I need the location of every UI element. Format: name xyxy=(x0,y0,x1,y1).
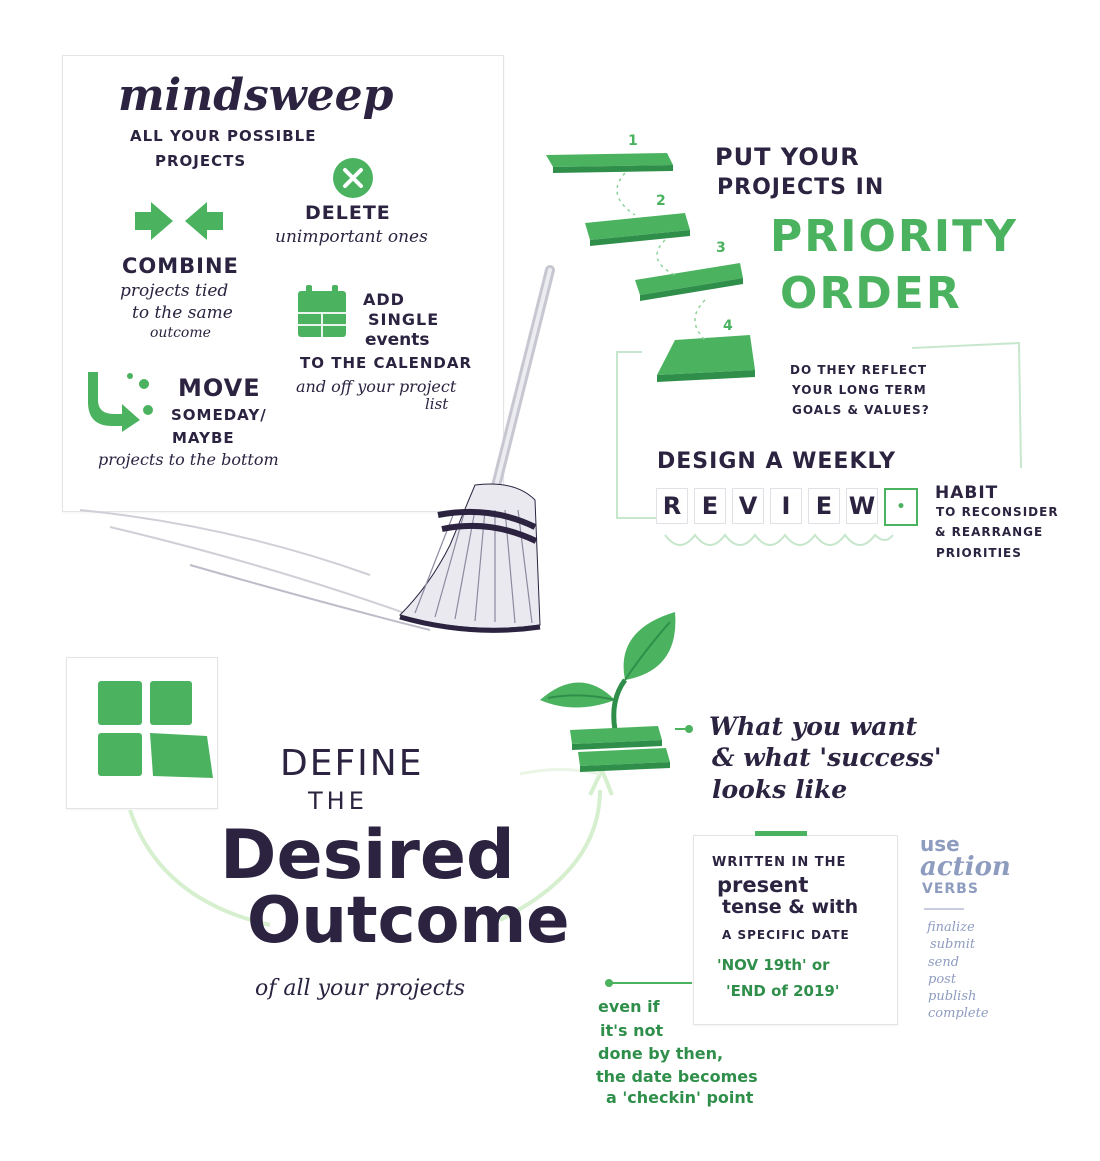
delete-title: Delete xyxy=(305,202,391,224)
outcome-word: Outcome xyxy=(247,884,570,958)
habit-line-3: & rearrange xyxy=(935,525,1044,539)
combine-desc-2: to the same xyxy=(132,303,233,323)
even-if-connector xyxy=(605,979,692,987)
add-line-1: add xyxy=(363,290,405,309)
delete-desc: unimportant ones xyxy=(275,227,428,247)
verb-item: publish xyxy=(928,989,977,1004)
even-line-3: done by then, xyxy=(598,1044,724,1063)
date-example-2: 'END of 2019' xyxy=(726,982,840,1000)
review-letter: V xyxy=(732,488,764,524)
add-line-3: events xyxy=(365,330,430,350)
the-word: THE xyxy=(308,787,368,815)
written-line-3: tense & with xyxy=(722,896,859,918)
move-desc-2: maybe xyxy=(172,429,235,447)
combine-desc-1: projects tied xyxy=(120,281,229,301)
priority-big-2: ORDER xyxy=(780,268,962,319)
stair-number-3: 3 xyxy=(716,240,726,256)
add-line-5: and off your project xyxy=(296,377,457,396)
priority-heading-1: PUT YOUR xyxy=(715,143,860,171)
verb-item: finalize xyxy=(927,920,975,935)
review-scallop xyxy=(664,533,894,546)
review-letter: E xyxy=(694,488,726,524)
mindsweep-subtitle-1: all your possible xyxy=(130,127,317,145)
habit-line-4: priorities xyxy=(936,546,1022,560)
review-letter: W xyxy=(846,488,878,524)
written-line-1: WRITTEN IN THE xyxy=(712,855,847,870)
review-checkbox: • xyxy=(884,488,918,526)
design-heading: DESIGN A WEEKLY xyxy=(657,449,897,474)
review-letter: I xyxy=(770,488,802,524)
priority-heading-2: PROJECTS IN xyxy=(717,175,885,200)
verb-item: submit xyxy=(930,937,976,952)
even-line-2: it's not xyxy=(600,1021,664,1040)
review-box: R E V I E W • xyxy=(656,488,918,526)
add-line-6: list xyxy=(425,395,449,413)
want-line-3: looks like xyxy=(712,775,848,804)
verbs-word: VERBS xyxy=(922,881,979,897)
habit-line-2: to reconsider xyxy=(936,505,1059,519)
verbs-divider xyxy=(924,908,964,910)
stair-number-4: 4 xyxy=(723,318,733,334)
verb-item: complete xyxy=(928,1006,989,1021)
question-line-1: Do they reflect xyxy=(790,363,928,377)
habit-line-1: HABIT xyxy=(935,483,999,503)
add-line-4: to the Calendar xyxy=(300,354,473,372)
move-desc-1: someday/ xyxy=(171,406,267,424)
move-desc-3: projects to the bottom xyxy=(98,450,279,469)
combine-desc-3: outcome xyxy=(150,325,211,341)
even-line-1: even if xyxy=(598,997,660,1016)
written-line-2: present xyxy=(717,873,809,897)
date-example-1: 'NOV 19th' or xyxy=(717,956,830,974)
even-line-4: the date becomes xyxy=(596,1067,758,1086)
want-line-1: What you want xyxy=(709,712,918,741)
want-line-2: & what 'success' xyxy=(712,743,942,772)
stair-number-2: 2 xyxy=(656,193,666,209)
review-letter: R xyxy=(656,488,688,524)
verb-item: send xyxy=(928,955,960,970)
of-all-projects: of all your projects xyxy=(255,976,466,1001)
review-letter: E xyxy=(808,488,840,524)
grid-card xyxy=(66,657,218,809)
combine-title: COMBINE xyxy=(122,254,239,278)
priority-big-1: PRIORITY xyxy=(770,211,1019,262)
desired-word: Desired xyxy=(220,816,515,895)
stair-number-1: 1 xyxy=(628,133,638,149)
written-line-4: A SPECIFIC DATE xyxy=(722,928,850,942)
even-line-5: a 'checkin' point xyxy=(606,1088,754,1107)
written-card xyxy=(693,835,898,1025)
action-word: action xyxy=(920,852,1011,882)
written-card-tape xyxy=(755,831,807,836)
question-line-3: goals & values? xyxy=(792,403,930,417)
mindsweep-card xyxy=(62,55,504,512)
define-word: DEFINE xyxy=(280,743,424,784)
add-line-2: single xyxy=(368,310,440,329)
use-word: use xyxy=(920,832,960,856)
question-line-2: your long term xyxy=(792,383,927,397)
move-title: Move xyxy=(178,374,261,402)
mindsweep-title: mindsweep xyxy=(118,70,394,121)
mindsweep-subtitle-2: projects xyxy=(155,152,247,170)
verb-item: post xyxy=(928,972,957,987)
review-frame xyxy=(616,341,1022,519)
connector-dot xyxy=(675,725,693,733)
